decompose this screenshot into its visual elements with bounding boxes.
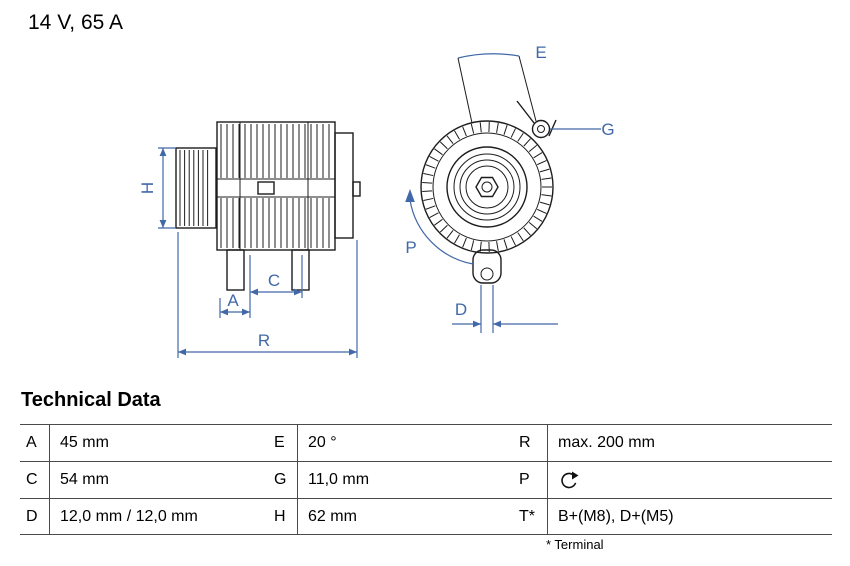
rating-title: 14 V, 65 A — [28, 11, 123, 34]
dim-label-g: G — [601, 120, 614, 139]
dim-key: P — [519, 471, 530, 488]
dim-key: C — [26, 471, 38, 488]
dim-label-a: A — [227, 291, 239, 310]
dim-value: max. 200 mm — [547, 425, 832, 461]
table-row: A 45 mm E 20 ° R max. 200 mm — [20, 424, 832, 461]
front-view — [420, 55, 557, 284]
side-view — [175, 121, 361, 291]
terminal-footnote: * Terminal — [546, 537, 604, 552]
dim-value: 62 mm — [297, 499, 513, 534]
clockwise-rotation-icon — [561, 471, 579, 489]
front-view-dimensions: E G P D — [405, 43, 615, 333]
dim-value: 54 mm — [49, 462, 268, 498]
dim-key: H — [274, 507, 286, 525]
dim-key: T* — [519, 507, 535, 525]
technical-data-table: A 45 mm E 20 ° R max. 200 mm C 54 mm G 1… — [20, 424, 832, 535]
dim-label-p: P — [405, 238, 416, 257]
dim-value: 11,0 mm — [297, 462, 513, 498]
front-view-fins — [422, 122, 552, 252]
dim-value: 12,0 mm / 12,0 mm — [49, 499, 268, 534]
dim-label-h: H — [138, 182, 157, 194]
dim-value: 20 ° — [297, 425, 513, 461]
dim-key: E — [274, 434, 285, 451]
dim-key: D — [26, 507, 38, 525]
rotation-direction-cell — [547, 462, 832, 498]
dim-value: B+(M8), D+(M5) — [547, 499, 832, 534]
alternator-drawing: H A C R — [138, 43, 615, 358]
table-row: D 12,0 mm / 12,0 mm H 62 mm T* B+(M8), D… — [20, 498, 832, 535]
table-row: C 54 mm G 11,0 mm P — [20, 461, 832, 498]
dim-label-r: R — [258, 331, 270, 350]
dim-key: G — [274, 471, 287, 488]
dim-value: 45 mm — [49, 425, 268, 461]
side-view-fins — [220, 124, 330, 248]
dim-label-c: C — [268, 271, 280, 290]
dim-key: R — [519, 434, 531, 451]
dim-label-e: E — [535, 43, 546, 62]
dim-label-d: D — [455, 300, 467, 319]
dim-key: A — [26, 434, 37, 451]
pulley-grooves — [179, 150, 209, 226]
side-view-dimensions: H A C R — [138, 147, 358, 358]
technical-data-title: Technical Data — [21, 389, 161, 411]
